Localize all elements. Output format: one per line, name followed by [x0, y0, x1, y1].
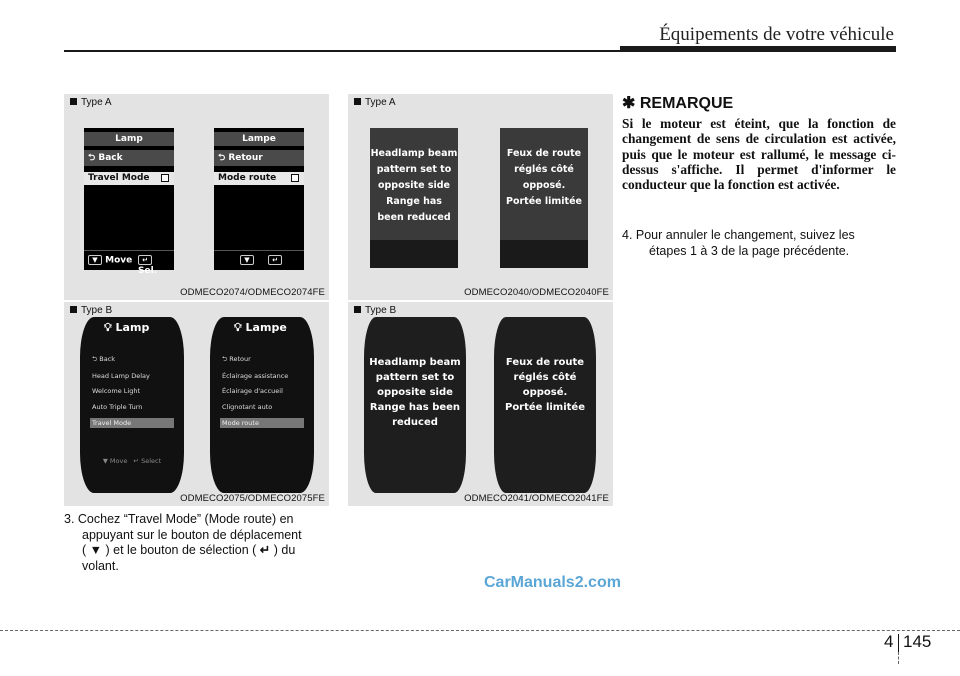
lamp-menu-curved-screen-fr: 💡︎ Lampe ⮌ Retour Éclairage assistance É… [210, 317, 314, 493]
lamp-menu-screen-fr: Lampe ⮌ Retour Mode route ▼ ↵ [214, 128, 304, 270]
message-line: Headlamp beam [370, 148, 458, 159]
message-line: Headlamp beam [369, 357, 461, 368]
footer-tick [898, 652, 899, 664]
message-line: Feux de route [506, 148, 582, 159]
step-4-line-1: 4. Pour annuler le changement, suivez le… [622, 228, 855, 242]
menu-item: Welcome Light [92, 387, 141, 395]
menu-item-selected: Mode route [220, 418, 304, 428]
cluster-gear-display [500, 240, 588, 268]
figure-caption: ODMECO2040/ODMECO2040FE [464, 287, 609, 298]
footer-rule [0, 630, 960, 631]
figure-caption: ODMECO2075/ODMECO2075FE [180, 493, 325, 504]
message-line: réglés côté [513, 372, 577, 383]
screen-back-row: ⮌ Retour [214, 150, 304, 166]
menu-item: Éclairage assistance [222, 372, 289, 380]
step-4-line-2: étapes 1 à 3 de la page précédente. [649, 243, 850, 258]
screen-travel-mode-row: Travel Mode [84, 172, 174, 185]
menu-item: Éclairage d'accueil [222, 387, 283, 395]
message-line: been reduced [377, 212, 451, 223]
enter-button-icon: ↵ [268, 255, 282, 265]
figure-right-type-a: Type A Headlamp beam pattern set to oppo… [348, 94, 613, 300]
figure-label: Type B [70, 305, 112, 316]
screen-hint: ▼ Move ↵ Select [102, 457, 162, 465]
enter-button-icon: ↵ [138, 255, 152, 265]
message-line: opposite side [377, 180, 450, 191]
figure-left-type-a: Type A Lamp ⮌ Back Travel Mode ▼ Move ↵ … [64, 94, 329, 300]
lamp-menu-curved-screen-en: 💡︎ Lamp ⮌ Back Head Lamp Delay Welcome L… [80, 317, 184, 493]
menu-item: ⮌ Retour [222, 355, 251, 363]
down-button-icon: ▼ [88, 255, 102, 265]
step-3-line-2: appuyant sur le bouton de déplacement [82, 527, 302, 542]
figure-caption: ODMECO2074/ODMECO2074FE [180, 287, 325, 298]
cluster-gear-display [370, 240, 458, 268]
step-4-text: 4. Pour annuler le changement, suivez le… [622, 228, 896, 259]
header-rule [64, 50, 896, 52]
menu-item: Head Lamp Delay [92, 372, 150, 380]
figure-left-type-b: Type B 💡︎ Lamp ⮌ Back Head Lamp Delay We… [64, 302, 329, 506]
bulb-icon: 💡︎ [104, 321, 112, 334]
screen-title: Lampe [214, 132, 304, 146]
travel-mode-curved-message-fr: Feux de route réglés côté opposé. Portée… [494, 317, 596, 493]
message-line: Feux de route [505, 357, 585, 368]
step-3-text: 3. Cochez “Travel Mode” (Mode route) en … [64, 512, 329, 574]
checkbox-icon [161, 174, 169, 182]
figure-label: Type B [354, 305, 396, 316]
travel-mode-curved-message-en: Headlamp beam pattern set to opposite si… [364, 317, 466, 493]
travel-mode-message-en: Headlamp beam pattern set to opposite si… [370, 128, 458, 268]
step-3-line-1: 3. Cochez “Travel Mode” (Mode route) en [64, 512, 294, 526]
down-triangle-icon: ▼ [89, 543, 103, 557]
bulb-icon: 💡︎ [234, 321, 242, 334]
screen-bottom-bar: ▼ ↵ [214, 250, 304, 270]
message-line: pattern set to [376, 164, 452, 175]
message-line: Portée limitée [505, 196, 582, 207]
chapter-number: 4 [884, 632, 894, 651]
menu-item: ⮌ Back [92, 355, 116, 363]
menu-item: Auto Triple Turn [92, 403, 143, 411]
page-number: 145 [903, 632, 932, 651]
screen-title: 💡︎ Lamp [104, 321, 150, 334]
message-line: réglés côté [514, 164, 574, 175]
checkbox-icon [291, 174, 299, 182]
back-arrow-icon: ⮌ [218, 153, 229, 163]
step-3-line-4: volant. [82, 558, 119, 573]
asterisk-icon: ✱ [622, 95, 636, 112]
remark-heading: ✱ REMARQUE [622, 95, 734, 112]
message-line: opposite side [377, 387, 453, 398]
lamp-menu-screen-en: Lamp ⮌ Back Travel Mode ▼ Move ↵ Sel. [84, 128, 174, 276]
message-line: opposé. [522, 180, 566, 191]
screen-bottom-bar: ▼ Move ↵ Sel. [84, 250, 174, 276]
enter-button-icon: ↵ [259, 543, 271, 557]
menu-item-selected: Travel Mode [90, 418, 174, 428]
travel-mode-message-fr: Feux de route réglés côté opposé. Portée… [500, 128, 588, 268]
figure-right-type-b: Type B Headlamp beam pattern set to oppo… [348, 302, 613, 506]
message-line: pattern set to [375, 372, 455, 383]
down-button-icon: ▼ [240, 255, 254, 265]
screen-title: 💡︎ Lampe [234, 321, 287, 334]
page-header-title: Équipements de votre véhicule [659, 24, 894, 45]
figure-label: Type A [70, 97, 112, 108]
header-rule-accent [620, 46, 896, 51]
menu-item: Clignotant auto [222, 403, 273, 411]
message-line: Portée limitée [504, 402, 585, 413]
message-line: reduced [392, 417, 438, 428]
screen-title: Lamp [84, 132, 174, 146]
message-line: opposé. [522, 387, 568, 398]
screen-travel-mode-row: Mode route [214, 172, 304, 185]
message-line: Range has been [369, 402, 461, 413]
page-number-separator [898, 634, 899, 652]
step-3-line-3: ( ▼ ) et le bouton de sélection ( ↵ ) du [82, 543, 296, 557]
message-line: Range has [386, 196, 442, 207]
figure-label: Type A [354, 97, 396, 108]
screen-back-row: ⮌ Back [84, 150, 174, 166]
back-arrow-icon: ⮌ [88, 153, 99, 163]
remark-body: Si le moteur est éteint, que la fonction… [622, 116, 896, 193]
figure-caption: ODMECO2041/ODMECO2041FE [464, 493, 609, 504]
watermark-link[interactable]: CarManuals2.com [484, 574, 621, 591]
